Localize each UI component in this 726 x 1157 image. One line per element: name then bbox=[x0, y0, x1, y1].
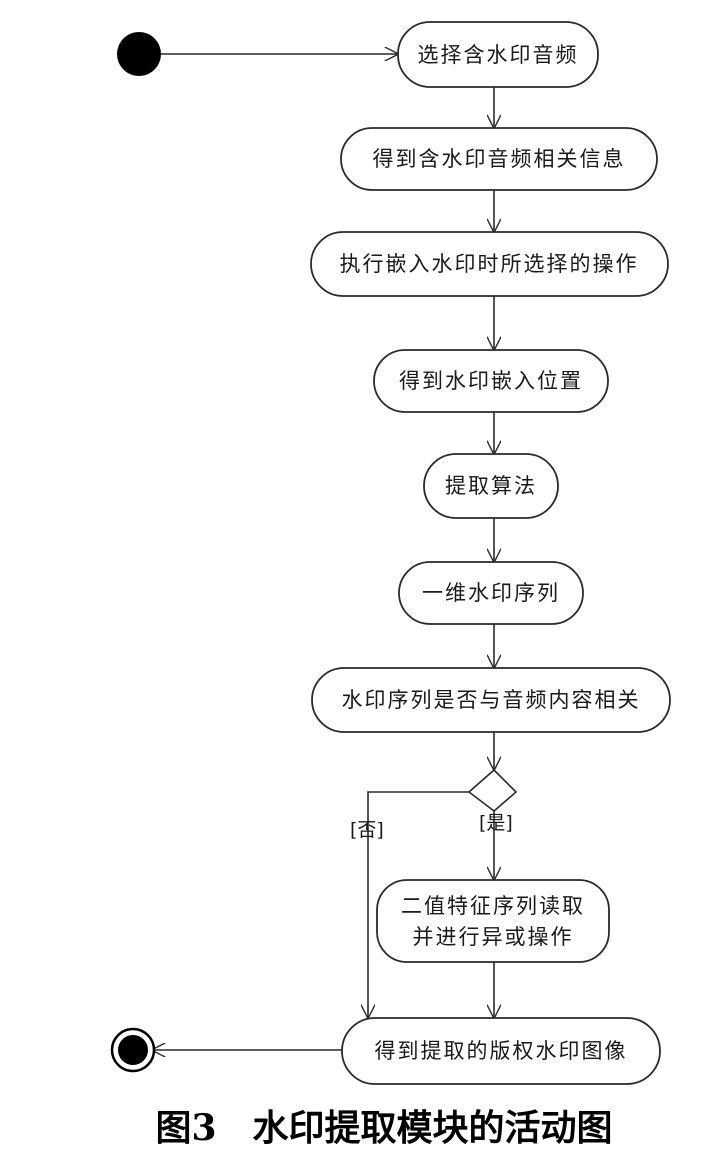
action-is-related-label: 水印序列是否与音频内容相关 bbox=[342, 688, 641, 712]
initial-node bbox=[117, 32, 161, 76]
action-binary-xor: 二值特征序列读取 并进行异或操作 bbox=[376, 879, 610, 963]
action-binary-xor-line2: 并进行异或操作 bbox=[413, 925, 574, 949]
action-select-audio-label: 选择含水印音频 bbox=[418, 43, 579, 67]
guard-no: [否] bbox=[350, 819, 384, 841]
final-node bbox=[110, 1027, 156, 1073]
action-is-related: 水印序列是否与音频内容相关 bbox=[311, 667, 671, 733]
edge-decision-no bbox=[368, 791, 469, 1018]
action-binary-xor-line1: 二值特征序列读取 bbox=[401, 894, 585, 918]
action-extract-algo: 提取算法 bbox=[423, 453, 559, 519]
figure-caption: 图3 水印提取模块的活动图 bbox=[155, 1107, 612, 1149]
action-get-position-label: 得到水印嵌入位置 bbox=[399, 369, 583, 393]
action-seq-1d-label: 一维水印序列 bbox=[422, 581, 560, 605]
action-exec-ops: 执行嵌入水印时所选择的操作 bbox=[310, 231, 669, 297]
action-seq-1d: 一维水印序列 bbox=[398, 561, 584, 625]
action-exec-ops-label: 执行嵌入水印时所选择的操作 bbox=[340, 252, 639, 276]
action-get-info: 得到含水印音频相关信息 bbox=[340, 127, 658, 191]
action-extract-algo-label: 提取算法 bbox=[445, 474, 537, 498]
action-get-info-label: 得到含水印音频相关信息 bbox=[373, 147, 626, 171]
action-select-audio: 选择含水印音频 bbox=[397, 21, 599, 88]
action-get-image-label: 得到提取的版权水印图像 bbox=[375, 1039, 628, 1063]
edges bbox=[152, 54, 494, 1050]
guard-yes: [是] bbox=[479, 812, 513, 834]
action-get-position: 得到水印嵌入位置 bbox=[373, 349, 609, 413]
action-get-image: 得到提取的版权水印图像 bbox=[341, 1017, 661, 1085]
decision-node bbox=[467, 768, 518, 813]
